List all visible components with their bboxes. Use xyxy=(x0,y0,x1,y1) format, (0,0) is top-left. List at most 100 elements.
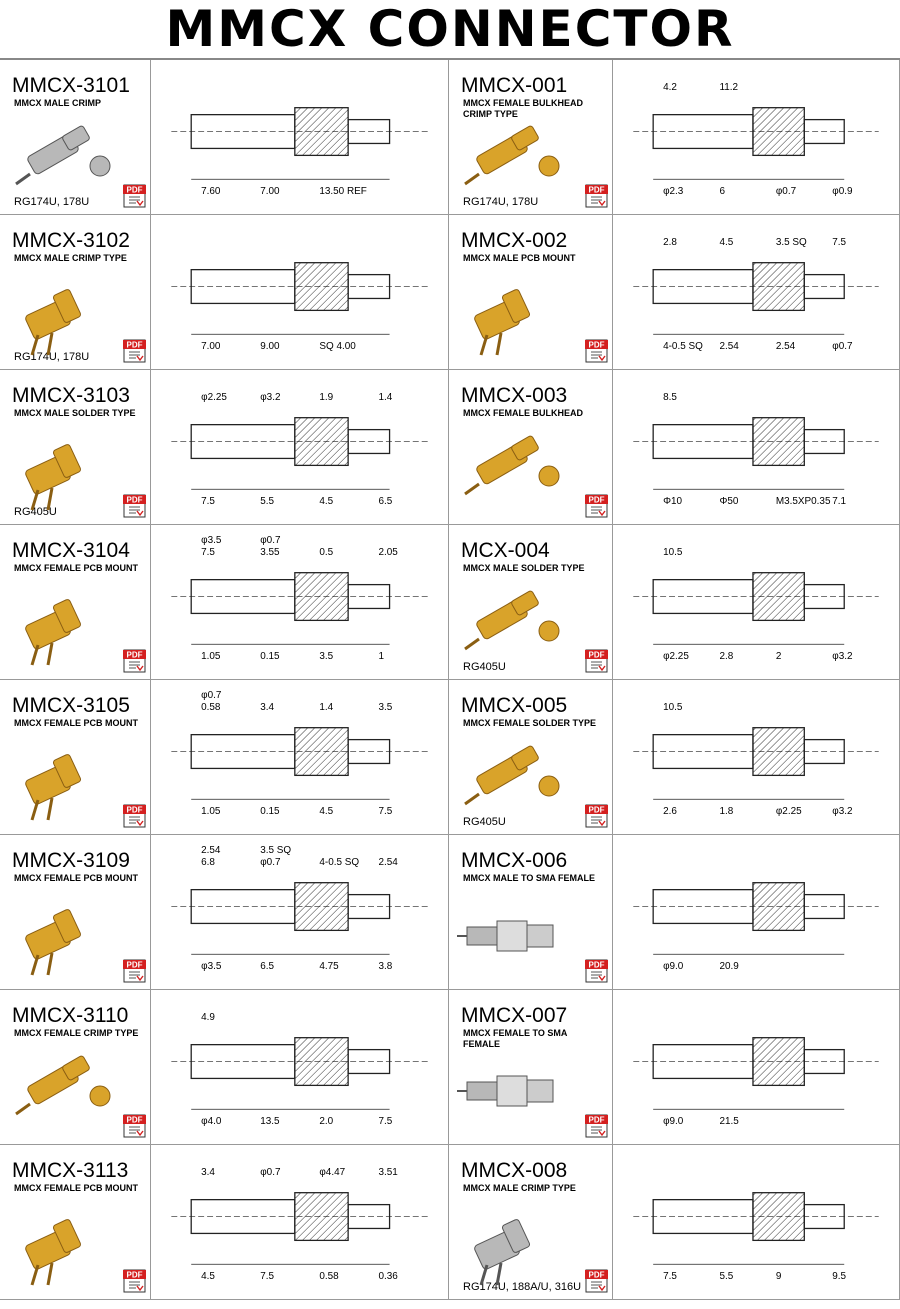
dimension-label: 3.4 xyxy=(260,702,274,713)
product-description: MMCX FEMALE PCB MOUNT xyxy=(14,873,138,883)
dimension-label: 7.5 xyxy=(832,237,846,248)
dimension-label: M3.5XP0.35 xyxy=(776,496,831,507)
dimension-label: 0.5 xyxy=(319,547,333,558)
dimension-label: φ2.25 xyxy=(776,806,802,817)
pdf-icon[interactable]: PDF xyxy=(585,184,608,208)
model-number: MMCX-3102 xyxy=(12,229,130,252)
model-number: MMCX-3110 xyxy=(12,1004,129,1027)
dimension-label: 1.9 xyxy=(319,392,333,403)
dimension-label: SQ 4.00 xyxy=(319,341,356,352)
dimension-label: 2.05 xyxy=(378,547,398,558)
dimension-label: 4.9 xyxy=(201,1012,215,1023)
pdf-icon[interactable]: PDF xyxy=(585,339,608,363)
pdf-icon[interactable]: PDF xyxy=(123,649,146,673)
pdf-icon[interactable]: PDF xyxy=(123,494,146,518)
dimension-label: 10.5 xyxy=(663,547,683,558)
dimension-label: φ0.7 xyxy=(260,1167,281,1178)
dimension-label: φ4.47 xyxy=(319,1167,345,1178)
dimension-label: 4-0.5 SQ xyxy=(319,857,359,868)
pdf-icon[interactable]: PDF xyxy=(123,804,146,828)
model-number: MMCX-001 xyxy=(461,74,568,97)
gold-pcb-jack-photo xyxy=(25,599,82,666)
dimension-label: 6 xyxy=(719,186,725,197)
product-photo xyxy=(457,1075,554,1107)
dimension-label: 2.54 xyxy=(378,857,398,868)
product-description: MMCX MALE CRIMP TYPE xyxy=(14,253,127,263)
gold-straight-solder-plug-photo xyxy=(464,590,560,651)
product-photo xyxy=(25,599,82,666)
pdf-icon[interactable]: PDF xyxy=(123,184,146,208)
product-description: MMCX MALE CRIMP xyxy=(14,98,101,108)
silver-crimp-connector-photo xyxy=(15,125,111,186)
dimension-label: 1.8 xyxy=(719,806,733,817)
dimension-label: 3.8 xyxy=(378,961,392,972)
model-number: MMCX-3104 xyxy=(12,539,130,562)
dimension-label: φ0.7 xyxy=(776,186,797,197)
dimension-label: 2.6 xyxy=(663,806,677,817)
dimension-label: 5.5 xyxy=(719,1271,733,1282)
pdf-icon[interactable]: PDF xyxy=(585,1114,608,1138)
dimension-label: 3.4 xyxy=(201,1167,215,1178)
pdf-icon[interactable]: PDF xyxy=(585,494,608,518)
pdf-icon[interactable]: PDF xyxy=(123,1114,146,1138)
cable-type: RG405U xyxy=(14,506,57,518)
dimension-label: 0.58 xyxy=(201,702,221,713)
product-photo xyxy=(25,289,82,356)
cable-type: RG405U xyxy=(463,661,506,673)
product-photo xyxy=(474,289,531,356)
pdf-icon[interactable]: PDF xyxy=(123,339,146,363)
model-number: MCX-004 xyxy=(461,539,550,562)
silver-adapter-photo xyxy=(457,1075,554,1107)
dimension-label: φ0.7 xyxy=(201,690,222,701)
product-description: MMCX MALE TO SMA FEMALE xyxy=(463,873,595,883)
pdf-icon[interactable]: PDF xyxy=(585,959,608,983)
pdf-icon[interactable]: PDF xyxy=(123,1269,146,1293)
svg-text:PDF: PDF xyxy=(589,1116,605,1125)
pdf-icon[interactable]: PDF xyxy=(585,804,608,828)
gold-crimp-jack-photo xyxy=(15,1055,111,1116)
gold-bulkhead-crimp-photo xyxy=(464,125,560,186)
dimension-label: 2 xyxy=(776,651,782,662)
pdf-icon[interactable]: PDF xyxy=(585,649,608,673)
cable-type: RG174U, 178U xyxy=(463,196,539,208)
dimension-label: φ2.25 xyxy=(201,392,227,403)
dimension-label: 2.54 xyxy=(719,341,739,352)
dimension-label: 1.05 xyxy=(201,806,221,817)
cable-type: RG174U, 188A/U, 316U xyxy=(463,1281,582,1293)
pdf-icon[interactable]: PDF xyxy=(585,1269,608,1293)
product-description: MMCX FEMALE SOLDER TYPE xyxy=(463,718,597,728)
dimension-label: 2.54 xyxy=(776,341,796,352)
gold-pcb-plug-photo xyxy=(474,289,531,356)
gold-edge-mount-jack-photo xyxy=(25,754,82,821)
pdf-icon[interactable]: PDF xyxy=(123,959,146,983)
product-description: MMCX MALE CRIMP TYPE xyxy=(463,1183,576,1193)
silver-right-angle-crimp-photo xyxy=(474,1219,531,1286)
product-photo xyxy=(464,590,560,651)
